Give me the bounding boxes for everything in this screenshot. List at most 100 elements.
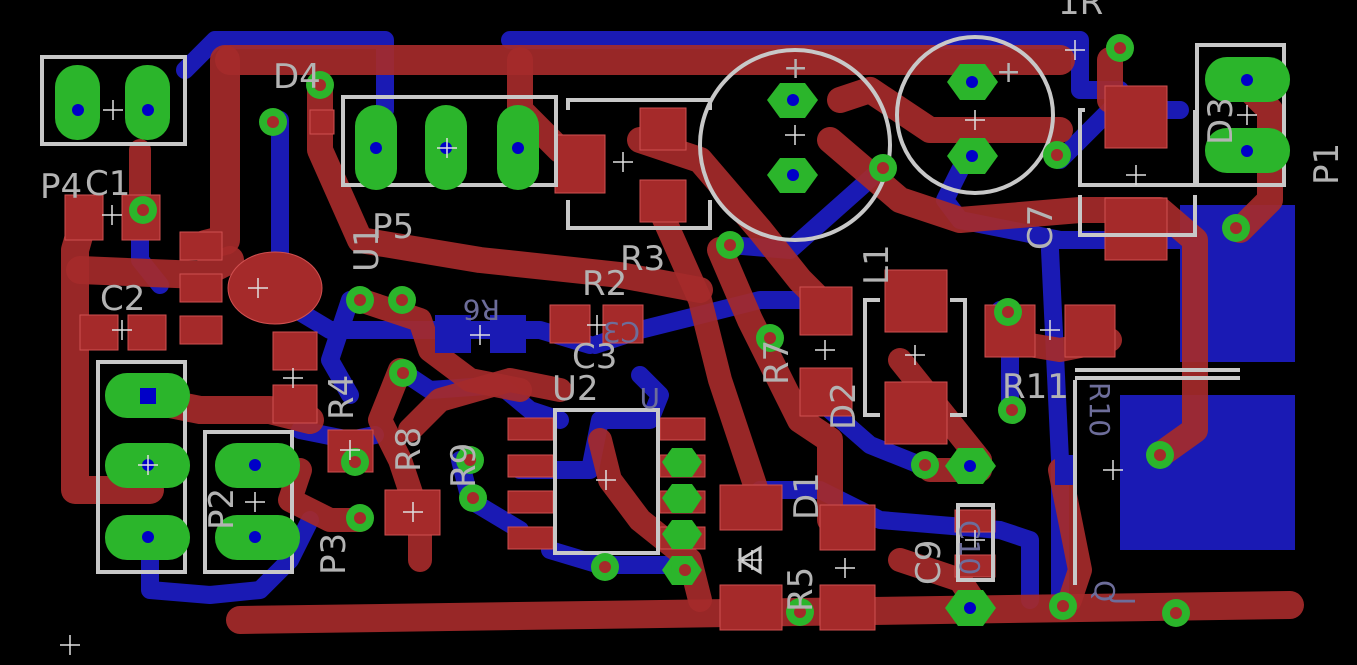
silk-outline-l1 — [950, 298, 967, 417]
top-trace — [66, 246, 244, 289]
drill-hole — [787, 169, 799, 181]
th-pad — [662, 520, 702, 549]
origin-cross — [470, 325, 490, 345]
bottom-trace — [511, 366, 669, 479]
bottom-copper-pour — [1180, 205, 1295, 362]
silk-outline-d3 — [1078, 108, 1197, 187]
via-hole — [1154, 449, 1166, 461]
smd-pad — [272, 331, 318, 371]
smd-pad — [1104, 197, 1168, 261]
via-hole — [1114, 42, 1126, 54]
via-hole — [267, 116, 279, 128]
top-trace — [278, 458, 372, 532]
via-hole — [679, 564, 691, 576]
label-r6-mirrored: R6 — [463, 293, 500, 326]
via-hole — [467, 492, 479, 504]
top-trace — [398, 368, 572, 442]
label-c9: C9 — [909, 540, 949, 585]
label-r4: R4 — [322, 375, 362, 420]
drill-hole — [1241, 74, 1253, 86]
label-r2: R2 — [582, 264, 627, 304]
label-p5: P5 — [372, 207, 414, 247]
via-hole — [599, 561, 611, 573]
smd-pad — [554, 134, 606, 194]
smd-pad — [819, 504, 876, 551]
smd-pad — [719, 584, 783, 631]
silk-outline-capacitor — [698, 48, 892, 242]
smd-pad — [507, 490, 554, 514]
origin-cross — [905, 345, 925, 365]
th-pad — [55, 65, 100, 140]
silk-outline-p4 — [40, 55, 187, 146]
label-d2: D2 — [824, 382, 864, 430]
drill-hole — [142, 531, 154, 543]
label-c10-mirrored: C10 — [953, 520, 986, 575]
component-labels: P4 C1 C2 D4 P5 R3 R2 C3 U2 R11 1R U1 R4 … — [40, 0, 1347, 612]
vias — [129, 34, 1250, 627]
via-hole — [794, 606, 806, 618]
drill-hole — [140, 388, 156, 404]
via-hole — [724, 239, 736, 251]
silk-outline-l1 — [863, 298, 880, 417]
origin-cross — [1040, 320, 1060, 340]
drill-hole — [72, 104, 84, 116]
bottom-smd-pad — [490, 315, 526, 353]
drill-hole — [964, 602, 976, 614]
bottom-copper-pour — [1120, 395, 1295, 550]
via-hole — [137, 204, 149, 216]
smd-pad — [272, 384, 318, 424]
label-c3-mirrored: C3 — [603, 316, 640, 349]
top-trace — [190, 45, 240, 260]
top-trace — [827, 77, 1073, 143]
top-trace — [707, 237, 843, 533]
via-hole — [314, 79, 326, 91]
label-d3: D3 — [1201, 97, 1241, 145]
bottom-smd-pads — [435, 315, 1075, 485]
origin-cross — [403, 502, 423, 522]
smd-pad — [1104, 85, 1168, 149]
origin-cross — [283, 368, 303, 388]
label-r7: R7 — [757, 340, 797, 385]
silk-outline-c9 — [956, 503, 995, 582]
label-r10-mirrored: R10 — [1083, 382, 1116, 437]
origin-cross — [587, 315, 607, 335]
polarity-plus: + — [996, 55, 1021, 90]
via-hole — [1006, 404, 1018, 416]
origin-cross — [1103, 460, 1123, 480]
bottom-trace — [751, 481, 1039, 609]
origin-cross — [112, 320, 132, 340]
origin-cross — [965, 110, 985, 130]
smd-pad — [799, 367, 853, 417]
origin-cross — [1237, 105, 1257, 125]
smd-pad — [127, 314, 167, 351]
label-q-mirrored: Q — [1088, 580, 1121, 602]
label-r8: R8 — [389, 427, 429, 472]
silk-outline-capacitor — [895, 35, 1055, 195]
label-p4: P4 — [40, 167, 82, 207]
smd-pad — [309, 109, 335, 135]
smd-pad — [639, 179, 687, 223]
smd-pad — [179, 273, 223, 303]
label-r7-top: 1R — [1058, 0, 1103, 23]
top-trace — [307, 72, 713, 303]
via-hole — [349, 456, 361, 468]
top-trace — [648, 198, 772, 512]
via-hole — [397, 367, 409, 379]
th-pad — [662, 484, 702, 513]
bottom-smd-pad — [1055, 455, 1075, 485]
label-d4: D4 — [273, 57, 321, 97]
drill-hole — [249, 459, 261, 471]
label-c3: C3 — [572, 337, 617, 377]
smd-pad — [227, 251, 323, 325]
smd-pad — [884, 381, 948, 445]
via-hole — [1170, 607, 1182, 619]
bottom-trace — [1041, 241, 1069, 619]
origin-cross — [785, 125, 805, 145]
smd-pad — [179, 315, 223, 345]
bottom-smd-pad — [435, 315, 471, 353]
smd-pad — [799, 286, 853, 336]
label-c7: C7 — [1021, 205, 1061, 250]
via-hole — [877, 162, 889, 174]
smd-pad — [507, 526, 554, 550]
origin-cross — [437, 138, 457, 158]
